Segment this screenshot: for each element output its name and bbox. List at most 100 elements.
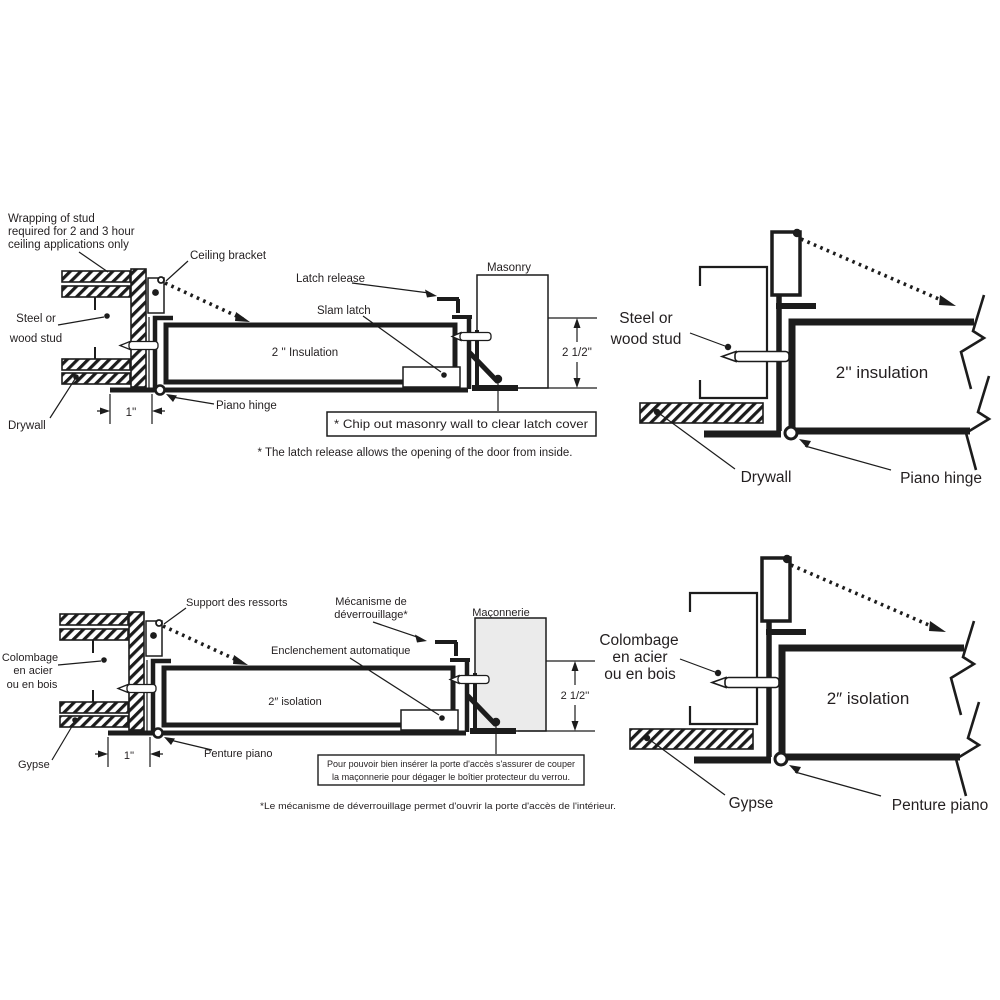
drywall-label: Drywall: [8, 420, 46, 432]
stud-wrapping: [128, 611, 145, 731]
stud-label-line2: wood stud: [9, 333, 62, 345]
spring-support-label: Support des ressorts: [186, 597, 288, 609]
latch-release-lever: [435, 640, 458, 656]
leader-arrowhead: [164, 737, 175, 745]
insulation-label: 2'' insulation: [836, 363, 929, 382]
leader-arrowhead: [789, 765, 801, 774]
panel-french-detail: Support des ressorts Mécanisme de déverr…: [2, 596, 616, 812]
panel-english-simple: Steel or wood stud 2'' insulation Drywal…: [610, 228, 992, 487]
door-swing-dotted-line: [162, 624, 242, 664]
leader-arrowhead: [166, 394, 177, 402]
latch-cover-dot: [493, 374, 503, 384]
ceiling-bracket-label: Ceiling bracket: [190, 250, 267, 262]
drywall-label: Drywall: [741, 469, 792, 486]
drywall-strip: [629, 728, 754, 750]
bracket-dot: [152, 289, 159, 296]
wrap-note-line3: ceiling applications only: [8, 239, 129, 251]
door-swing-dotted-line: [164, 281, 244, 321]
leader-line: [57, 660, 102, 666]
width-dimension-lines: [95, 737, 163, 767]
height-dimension-lines: [520, 317, 597, 389]
stud-screw: [724, 676, 780, 689]
footnote-text: *Le mécanisme de déverrouillage permet d…: [260, 801, 616, 812]
leader-line: [171, 396, 215, 405]
leader-line: [78, 251, 109, 273]
stud-label-line1: Steel or: [16, 313, 56, 325]
stud-label-line3: ou en bois: [7, 679, 58, 691]
leader-line: [649, 739, 726, 796]
break-line: [949, 620, 977, 716]
stud-label-line3: ou en bois: [604, 666, 676, 683]
dim-arrow-up: [573, 318, 581, 328]
footnote-text: * The latch release allows the opening o…: [258, 447, 573, 459]
chip-note-line2: la maçonnerie pour dégager le boîtier pr…: [332, 772, 570, 783]
door-swing-arrowhead: [233, 655, 248, 665]
leader-line: [49, 378, 76, 419]
insulation-label: 2 '' Insulation: [272, 347, 338, 359]
piano-hinge-pin: [154, 384, 166, 396]
leader-dot: [73, 374, 79, 380]
height-dim-label: 2 1/2'': [561, 690, 590, 702]
piano-hinge-pin: [773, 751, 789, 767]
leader-line: [659, 413, 736, 470]
width-dim-label: 1'': [126, 407, 137, 419]
chip-note-text: * Chip out masonry wall to clear latch c…: [334, 417, 588, 431]
leader-dot: [72, 717, 78, 723]
width-dimension-lines: [97, 394, 165, 424]
stud-screw: [126, 683, 157, 694]
stud-screw: [734, 350, 790, 363]
leader-dot: [101, 657, 107, 663]
piano-hinge-label: Penture piano: [204, 748, 273, 760]
spring-pin: [782, 554, 792, 564]
insulation-label: 2″ isolation: [268, 696, 321, 708]
leader-dot: [653, 408, 661, 416]
height-dim-label: 2 1/2'': [562, 347, 592, 359]
piano-hinge-label: Piano hinge: [900, 470, 982, 487]
ceiling-drywall-layer: [59, 628, 129, 641]
door-frame: [152, 315, 173, 389]
door-panel: [778, 644, 964, 761]
wrap-note-line2: required for 2 and 3 hour: [8, 226, 135, 238]
spring-bracket: [770, 230, 802, 297]
leader-dot: [441, 372, 447, 378]
leader-dot: [714, 669, 722, 677]
release-label-line1: Mécanisme de: [335, 596, 407, 608]
dim-arrow-right: [100, 407, 110, 415]
door-swing-arrowhead: [939, 295, 956, 306]
leader-line: [169, 739, 213, 751]
piano-hinge-label: Penture piano: [892, 797, 989, 814]
leader-line: [372, 621, 421, 639]
leader-line: [351, 282, 430, 294]
stud-wrapping: [130, 268, 147, 388]
ceiling-drywall-layer: [59, 701, 129, 714]
leader-line: [689, 332, 726, 347]
latch-release-lever: [437, 297, 460, 313]
stud-label-line1: Steel or: [619, 310, 672, 327]
leader-line: [362, 315, 442, 373]
chip-note-box: [326, 411, 597, 437]
ceiling-drywall-layer: [61, 358, 131, 371]
leader-line: [679, 658, 716, 673]
stud-channel-outline: [698, 265, 769, 400]
leader-line: [804, 445, 892, 471]
latch-arm: [465, 693, 498, 727]
leader-arrowhead: [799, 439, 811, 448]
stud-screw: [128, 340, 159, 351]
leader-line: [57, 316, 105, 326]
spring-bracket: [760, 556, 792, 623]
leader-dot: [643, 734, 651, 742]
leader-dot: [439, 715, 445, 721]
leader-dot: [104, 313, 110, 319]
stud-screw-tip: [709, 676, 727, 689]
door-swing-dotted-line: [790, 563, 939, 631]
masonry-label: Masonry: [487, 262, 531, 274]
latch-housing: [402, 366, 461, 388]
leader-arrowhead: [415, 634, 427, 643]
ceiling-drywall-layer: [61, 285, 131, 298]
latch-release-label: Latch release: [296, 273, 365, 285]
masonry-label: Maçonnerie: [472, 607, 529, 619]
stud-label-line2: wood stud: [610, 331, 682, 348]
dim-arrow-left: [152, 407, 162, 415]
piano-hinge-pin: [783, 425, 799, 441]
